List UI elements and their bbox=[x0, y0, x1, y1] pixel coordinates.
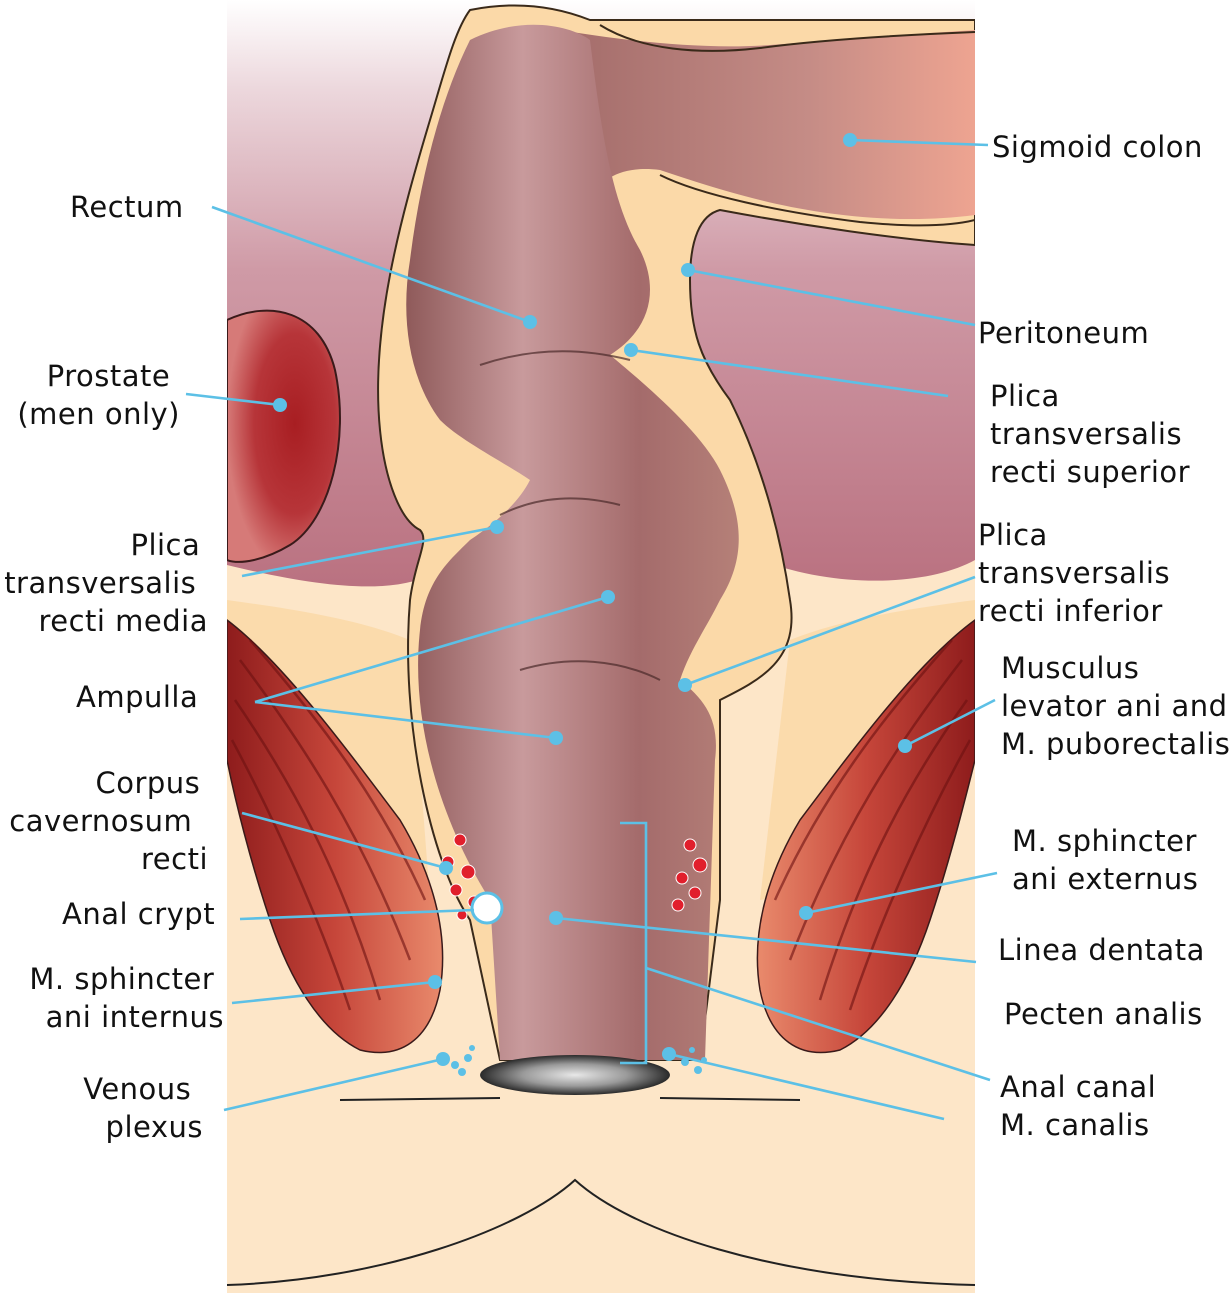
label-sphincter-internus: M. sphincter ani internus bbox=[29, 962, 224, 1034]
label-venous-plexus: Venous plexus bbox=[83, 1072, 203, 1144]
label-sigmoid-colon: Sigmoid colon bbox=[992, 130, 1203, 164]
label-corpus-cavernosum: Corpus cavernosum recti bbox=[9, 766, 210, 876]
label-plica-media: Plica transversalis recti media bbox=[4, 528, 210, 638]
anal-opening bbox=[480, 1055, 670, 1095]
label-plica-superior: Plica transversalis recti superior bbox=[990, 379, 1192, 489]
label-anal-crypt: Anal crypt bbox=[62, 897, 215, 931]
label-pecten-analis: Pecten analis bbox=[1004, 997, 1203, 1031]
label-ampulla: Ampulla bbox=[76, 680, 198, 714]
label-plica-inferior: Plica transversalis recti inferior bbox=[978, 518, 1180, 628]
label-linea-dentata: Linea dentata bbox=[998, 933, 1205, 967]
label-peritoneum: Peritoneum bbox=[978, 316, 1149, 350]
label-levator-ani: Musculus levator ani and M. puborectalis bbox=[1001, 651, 1229, 761]
label-prostate: Prostate (men only) bbox=[17, 359, 180, 431]
label-anal-canal: Anal canal M. canalis bbox=[1000, 1070, 1166, 1142]
label-sphincter-externus: M. sphincter ani externus bbox=[1012, 824, 1207, 896]
anal-crypt bbox=[472, 893, 502, 923]
label-rectum: Rectum bbox=[70, 190, 184, 224]
